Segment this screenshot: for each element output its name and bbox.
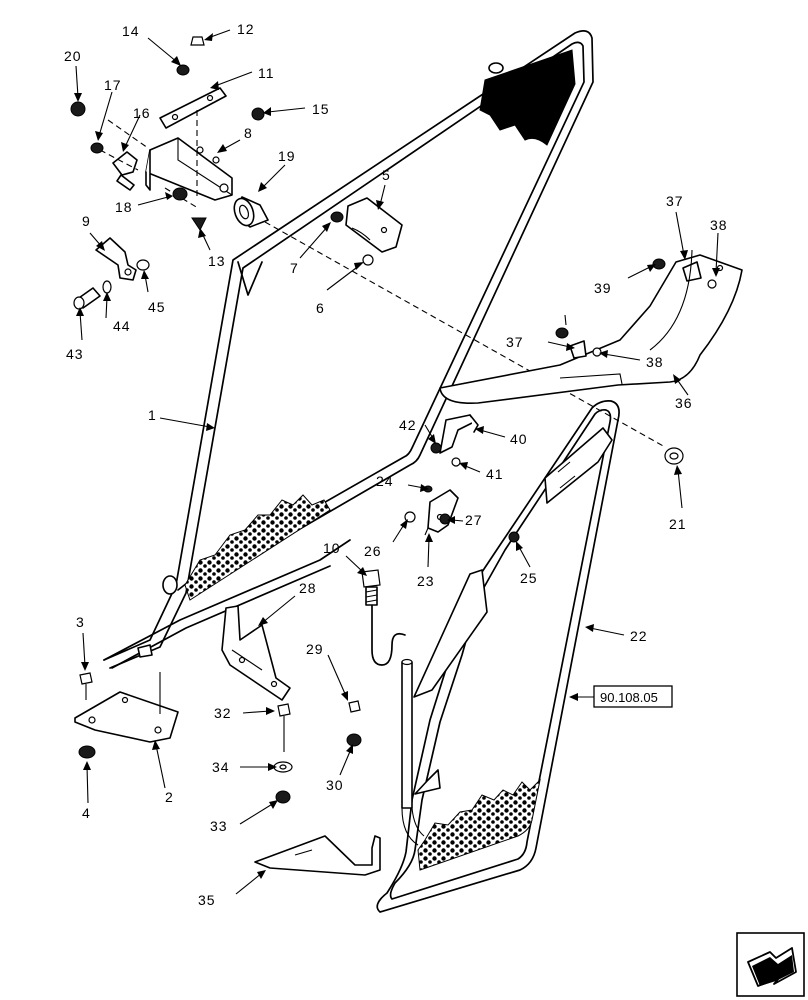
base-plate [74, 672, 179, 743]
center-bracket [345, 197, 403, 253]
callout-5: 5 [382, 167, 391, 183]
callout-13: 13 [208, 253, 226, 269]
pivot-bushing [233, 196, 269, 228]
callout-37-upper: 37 [666, 193, 684, 209]
upper-deflector-plate [439, 254, 743, 405]
callout-22: 22 [630, 628, 648, 644]
callout-36: 36 [675, 395, 693, 411]
callout-15: 15 [312, 101, 330, 117]
callout-29: 29 [306, 641, 324, 657]
cross-reference-label: 90.108.05 [600, 690, 658, 705]
foot-step-plate [254, 835, 381, 876]
step-bracket [221, 605, 291, 701]
callout-41: 41 [486, 466, 504, 482]
callout-35: 35 [198, 892, 216, 908]
callout-3: 3 [76, 614, 85, 630]
handrail-frame-right [376, 400, 620, 913]
latch-bracket [95, 237, 137, 281]
callout-26: 26 [364, 543, 382, 559]
latch-pin [73, 287, 101, 310]
callout-24: 24 [376, 473, 394, 489]
callout-leaders [74, 29, 720, 895]
callout-43: 43 [66, 346, 84, 362]
callout-4: 4 [82, 805, 91, 821]
callout-21: 21 [669, 516, 687, 532]
callout-18: 18 [115, 199, 133, 215]
callout-8: 8 [244, 125, 253, 141]
callout-28: 28 [299, 580, 317, 596]
upper-mount-bracket [145, 137, 233, 201]
callout-6: 6 [316, 300, 325, 316]
handrail-frame-left [103, 30, 594, 669]
callout-44: 44 [113, 318, 131, 334]
callout-34: 34 [212, 759, 230, 775]
callout-14: 14 [122, 23, 140, 39]
callout-45: 45 [148, 299, 166, 315]
callout-17: 17 [104, 77, 122, 93]
callout-30: 30 [326, 777, 344, 793]
callout-37-lower: 37 [506, 334, 524, 350]
callout-39: 39 [594, 280, 612, 296]
callout-16: 16 [133, 105, 151, 121]
callout-9: 9 [82, 213, 91, 229]
callout-11: 11 [258, 65, 275, 81]
strap-plate [159, 87, 227, 129]
callout-7: 7 [290, 260, 299, 276]
callout-19: 19 [278, 148, 296, 164]
callout-25: 25 [520, 570, 538, 586]
top-grip-tread [479, 49, 576, 146]
next-page-arrow-icon[interactable] [736, 932, 805, 997]
support-rod [371, 604, 425, 846]
callout-33: 33 [210, 818, 228, 834]
hex-bolt [361, 569, 381, 606]
callout-20: 20 [64, 48, 82, 64]
callout-38-lower: 38 [646, 354, 664, 370]
strap-bracket [439, 414, 479, 454]
hardware [70, 36, 717, 804]
callout-10: 10 [323, 540, 341, 556]
callout-12: 12 [237, 21, 255, 37]
callout-23: 23 [417, 573, 435, 589]
callout-1: 1 [148, 407, 157, 423]
callout-38-upper: 38 [710, 217, 728, 233]
hinge-latch [424, 489, 459, 536]
latch-clip [112, 151, 138, 191]
callout-40: 40 [510, 431, 528, 447]
angle-bracket-upper [682, 261, 702, 282]
callout-2: 2 [165, 789, 174, 805]
lower-grip-tread [417, 778, 541, 871]
callout-27: 27 [465, 512, 483, 528]
callout-32: 32 [214, 705, 232, 721]
angle-bracket-lower [569, 340, 587, 359]
callout-42: 42 [399, 417, 417, 433]
callout-labels: 12 14 20 11 17 15 16 8 19 5 18 9 13 7 6 … [64, 21, 728, 908]
pivot-axis-line [264, 221, 666, 448]
cross-reference-box[interactable]: 90.108.05 [593, 685, 673, 708]
bottom-grip-tread [184, 494, 331, 601]
